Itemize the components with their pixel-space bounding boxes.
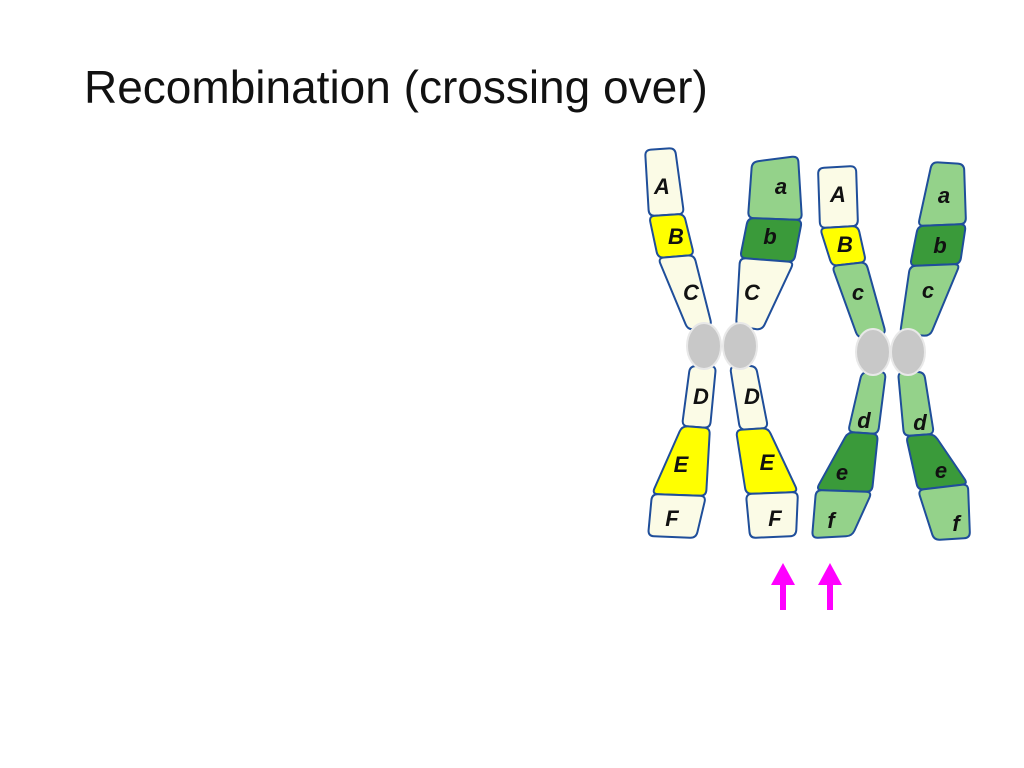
- allele-label: A: [653, 174, 670, 199]
- chromatid-segment: [735, 427, 798, 495]
- chromatid-segment: [747, 155, 803, 221]
- allele-label: a: [775, 174, 787, 199]
- allele-label: B: [668, 224, 684, 249]
- allele-label: C: [744, 280, 761, 305]
- allele-label: f: [827, 508, 837, 533]
- arrow-shaft: [780, 580, 786, 610]
- chromatid-segment: [644, 147, 685, 217]
- centromere: [686, 322, 722, 370]
- allele-label: e: [935, 458, 947, 483]
- chromatid-segment: [647, 493, 706, 539]
- centromere: [722, 322, 758, 370]
- chromatid-segment: [811, 489, 872, 539]
- centromere: [855, 328, 891, 376]
- allele-label: C: [683, 280, 700, 305]
- allele-label: f: [952, 511, 962, 536]
- chromatid-segment: [918, 483, 971, 541]
- allele-label: E: [760, 450, 776, 475]
- chromatid-2a: ABc d ef: [811, 165, 887, 539]
- allele-label: c: [922, 278, 934, 303]
- chromatid-segment: [740, 217, 803, 263]
- chromatid-2b: abc de f: [897, 161, 971, 541]
- centromere: [890, 328, 926, 376]
- up-arrow-icon: [818, 563, 842, 585]
- chromatid-segment: [910, 223, 967, 267]
- allele-label: d: [913, 410, 927, 435]
- chromatid-segment: [820, 225, 866, 267]
- slide-title: Recombination (crossing over): [84, 61, 708, 113]
- chromatid-segment: [918, 161, 967, 227]
- allele-label: b: [763, 224, 776, 249]
- up-arrow-icon: [771, 563, 795, 585]
- allele-label: a: [938, 183, 950, 208]
- allele-label: B: [837, 232, 853, 257]
- chromatid-segment: [817, 165, 859, 229]
- arrow-group: [771, 563, 842, 610]
- allele-label: E: [674, 452, 690, 477]
- allele-label: e: [836, 460, 848, 485]
- allele-label: c: [852, 280, 864, 305]
- allele-label: A: [829, 182, 846, 207]
- chromatid-segment: [649, 213, 694, 259]
- crossover-arrow-1: [771, 563, 795, 610]
- chromatid-segment: [816, 431, 879, 493]
- allele-label: D: [693, 384, 709, 409]
- allele-label: b: [933, 233, 946, 258]
- chromatid-segment: [906, 433, 967, 491]
- allele-label: D: [744, 384, 760, 409]
- allele-label: F: [665, 506, 679, 531]
- chromatid-segment: [652, 425, 711, 497]
- allele-label: d: [857, 408, 871, 433]
- chromatid-segment: [745, 491, 799, 539]
- allele-label: F: [768, 506, 782, 531]
- chromatid-1a: AB C D E F: [644, 147, 717, 539]
- crossover-arrow-2: [818, 563, 842, 610]
- arrow-shaft: [827, 580, 833, 610]
- chromatid-segment: [658, 254, 712, 331]
- chromatid-segment: [681, 365, 717, 429]
